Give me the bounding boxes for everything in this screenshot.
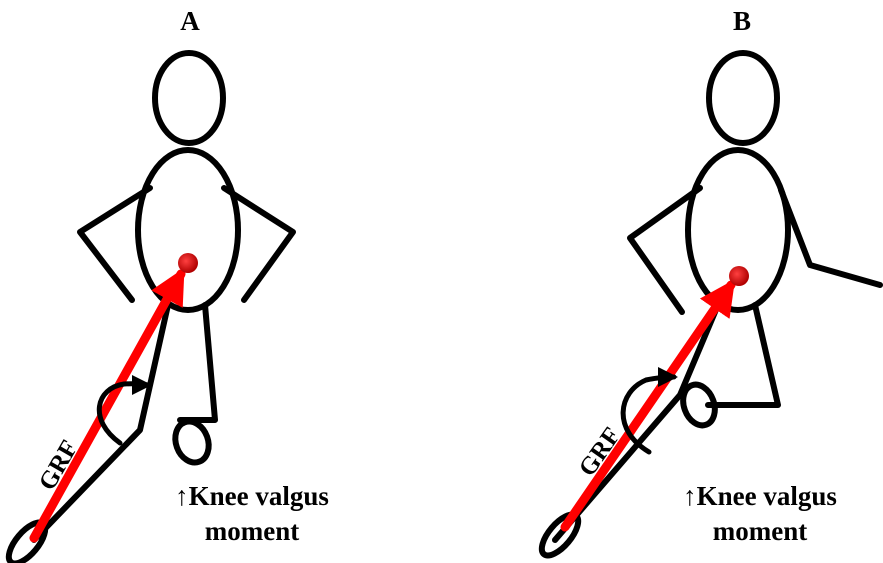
- torso-a: [138, 150, 238, 310]
- caption-b-line1: ↑Knee valgus: [683, 481, 837, 511]
- panel-a-label: A: [180, 6, 200, 36]
- swing-leg-a: [180, 305, 215, 420]
- center-of-mass-dot-icon: [178, 253, 198, 273]
- swing-foot-b: [678, 380, 721, 430]
- grf-vector-a: [34, 274, 181, 538]
- caption-a-line1: ↑Knee valgus: [175, 481, 329, 511]
- caption-a-line2: moment: [205, 516, 299, 546]
- panel-b-label: B: [733, 6, 751, 36]
- head-a: [155, 53, 223, 143]
- swing-foot-a: [170, 417, 214, 467]
- panel-a: A GRF ↑Knee valgus moment: [3, 6, 329, 563]
- panel-b: B GRF ↑Knee valgus moment: [536, 6, 880, 561]
- right-arm-b: [781, 190, 880, 285]
- caption-b-line2: moment: [713, 516, 807, 546]
- torso-b: [688, 150, 788, 310]
- center-of-mass-dot-icon: [729, 266, 749, 286]
- head-b: [709, 53, 777, 143]
- swing-leg-b: [708, 305, 778, 405]
